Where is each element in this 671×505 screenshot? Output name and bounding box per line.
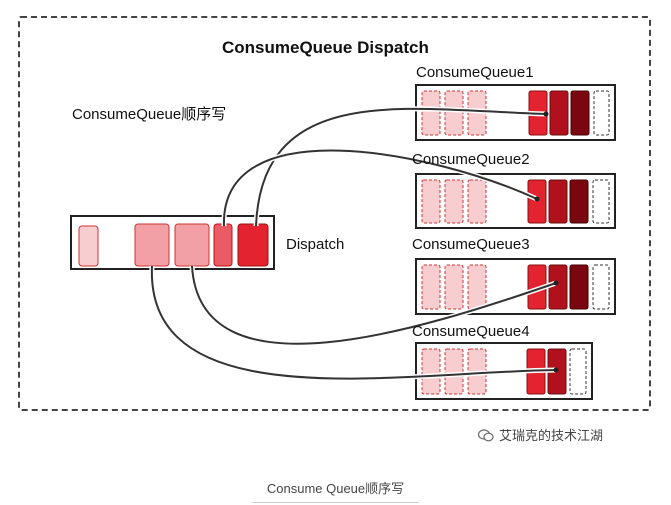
link-to-queue4-end <box>553 367 559 373</box>
consumequeue3-label: ConsumeQueue3 <box>412 236 530 253</box>
wechat-icon <box>478 429 494 442</box>
commitlog-block <box>70 215 275 270</box>
watermark-text: 艾瑞克的技术江湖 <box>499 428 604 443</box>
consumequeue4-label: ConsumeQueue4 <box>412 323 530 340</box>
consumequeue2-label: ConsumeQueue2 <box>412 151 530 168</box>
consumequeue1-slot-7 <box>593 90 610 136</box>
caption-divider <box>252 502 419 503</box>
consumequeue1-slot-2 <box>444 90 464 136</box>
consumequeue3-slot-1 <box>421 264 441 310</box>
commitlog-entry-5 <box>237 223 269 267</box>
consumequeue1-slot-5 <box>549 90 569 136</box>
consumequeue2-slot-1 <box>421 179 441 224</box>
commitlog-entry-1 <box>78 225 99 267</box>
consumequeue4-slot-6 <box>569 348 587 395</box>
link-to-queue4-line <box>150 265 557 380</box>
link-to-queue2-end <box>534 196 540 202</box>
link-to-queue1-end <box>543 111 549 117</box>
consumequeue3-block <box>415 258 616 315</box>
diagram-title: ConsumeQueue Dispatch <box>222 38 429 57</box>
consumequeue2-slot-6 <box>569 179 589 224</box>
diagram-subtitle: ConsumeQueue顺序写 <box>72 106 227 123</box>
watermark: 艾瑞克的技术江湖 <box>478 425 603 444</box>
consumequeue2-slot-2 <box>444 179 464 224</box>
link-to-queue3-end <box>553 280 559 286</box>
consumequeue1-slot-6 <box>570 90 590 136</box>
consumequeue1-block <box>415 84 616 141</box>
consumequeue2-slot-7 <box>592 179 610 224</box>
consumequeue2-slot-3 <box>467 179 487 224</box>
consumequeue1-label: ConsumeQueue1 <box>416 64 534 81</box>
consumequeue4-slot-2 <box>444 348 464 395</box>
consumequeue1-slot-1 <box>421 90 441 136</box>
consumequeue3-slot-3 <box>467 264 487 310</box>
commitlog-entry-2 <box>134 223 170 267</box>
figure-caption: Consume Queue顺序写 <box>266 481 405 496</box>
consumequeue3-slot-7 <box>592 264 610 310</box>
consumequeue2-block <box>415 173 616 229</box>
dispatch-label: Dispatch <box>286 236 345 253</box>
commitlog-entry-4 <box>213 223 233 267</box>
link-to-queue1-line <box>255 107 547 227</box>
commitlog-entry-3 <box>174 223 210 267</box>
link-to-queue2-line <box>222 149 538 227</box>
consumequeue3-slot-2 <box>444 264 464 310</box>
diagram-frame <box>18 16 651 411</box>
consumequeue3-slot-6 <box>569 264 589 310</box>
consumequeue2-slot-5 <box>548 179 568 224</box>
dispatch-links <box>149 106 559 382</box>
consumequeue4-slot-1 <box>421 348 441 395</box>
link-to-queue3-line <box>191 265 557 345</box>
